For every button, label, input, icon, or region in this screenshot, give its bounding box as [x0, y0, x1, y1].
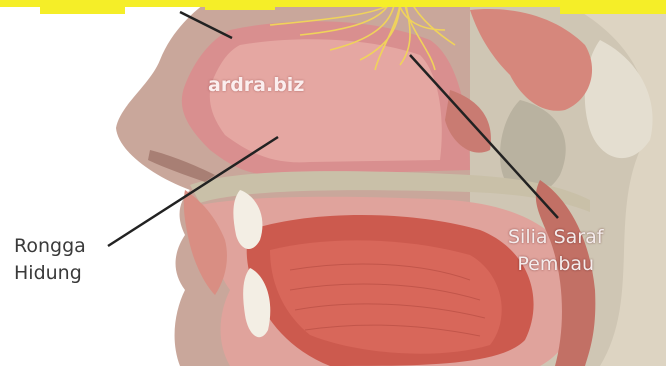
label-silia-line1: Silia Saraf [508, 224, 603, 251]
label-silia-saraf-pembau: Silia Saraf Pembau [508, 224, 603, 278]
label-rongga-hidung: Rongga Hidung [14, 233, 86, 287]
watermark-text: ardra.biz [208, 74, 304, 96]
label-rongga-hidung-line1: Rongga [14, 233, 86, 260]
label-silia-line2: Pembau [508, 251, 603, 278]
label-rongga-hidung-line2: Hidung [14, 260, 86, 287]
